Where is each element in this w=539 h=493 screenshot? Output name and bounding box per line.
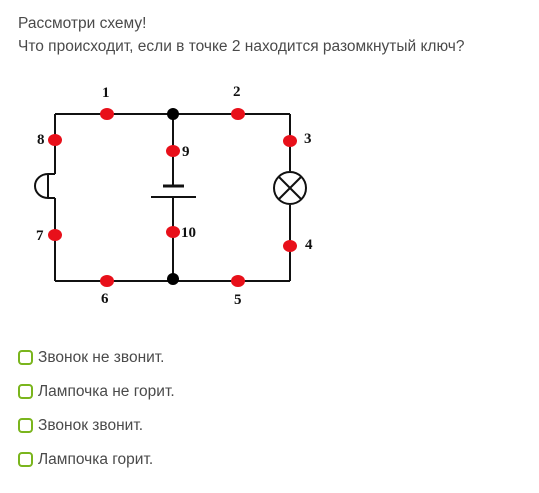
bell-symbol: [34, 172, 55, 200]
point-8: [48, 134, 62, 146]
point-3: [283, 135, 297, 147]
circuit-points: [48, 108, 297, 287]
point-2: [231, 108, 245, 120]
point-7: [48, 229, 62, 241]
checkbox[interactable]: [18, 452, 33, 467]
point-4: [283, 240, 297, 252]
question-line-1: Рассмотри схему!: [18, 15, 147, 32]
point-label-1: 1: [102, 85, 110, 101]
point-label-9: 9: [182, 144, 190, 160]
option-lamp-lit[interactable]: Лампочка горит.: [18, 448, 175, 471]
battery-symbol: [151, 184, 196, 198]
point-label-10: 10: [181, 225, 196, 241]
answer-options: Звонок не звонит. Лампочка не горит. Зво…: [18, 346, 175, 482]
point-label-2: 2: [233, 84, 241, 100]
question-text: Рассмотри схему! Что происходит, если в …: [18, 12, 464, 58]
option-label: Звонок не звонит.: [38, 348, 165, 366]
point-label-6: 6: [101, 291, 109, 307]
option-bell-ringing[interactable]: Звонок звонит.: [18, 414, 175, 437]
point-5: [231, 275, 245, 287]
point-label-5: 5: [234, 292, 242, 308]
point-label-4: 4: [305, 237, 313, 253]
circuit-diagram: 1 2 3 4 5 6 7 8 9 10: [34, 84, 313, 308]
lamp-symbol: [273, 171, 307, 205]
checkbox[interactable]: [18, 384, 33, 399]
point-1: [100, 108, 114, 120]
question-line-2: Что происходит, если в точке 2 находится…: [18, 38, 465, 55]
checkbox[interactable]: [18, 350, 33, 365]
option-bell-not-ringing[interactable]: Звонок не звонит.: [18, 346, 175, 369]
junction-node-bottom: [167, 273, 179, 285]
point-6: [100, 275, 114, 287]
point-label-8: 8: [37, 132, 45, 148]
point-10: [166, 226, 180, 238]
point-9: [166, 145, 180, 157]
option-label: Лампочка не горит.: [38, 382, 175, 400]
option-lamp-not-lit[interactable]: Лампочка не горит.: [18, 380, 175, 403]
option-label: Звонок звонит.: [38, 416, 144, 434]
junction-node-top: [167, 108, 179, 120]
option-label: Лампочка горит.: [38, 450, 154, 468]
point-label-7: 7: [36, 228, 44, 244]
checkbox[interactable]: [18, 418, 33, 433]
point-label-3: 3: [304, 131, 312, 147]
